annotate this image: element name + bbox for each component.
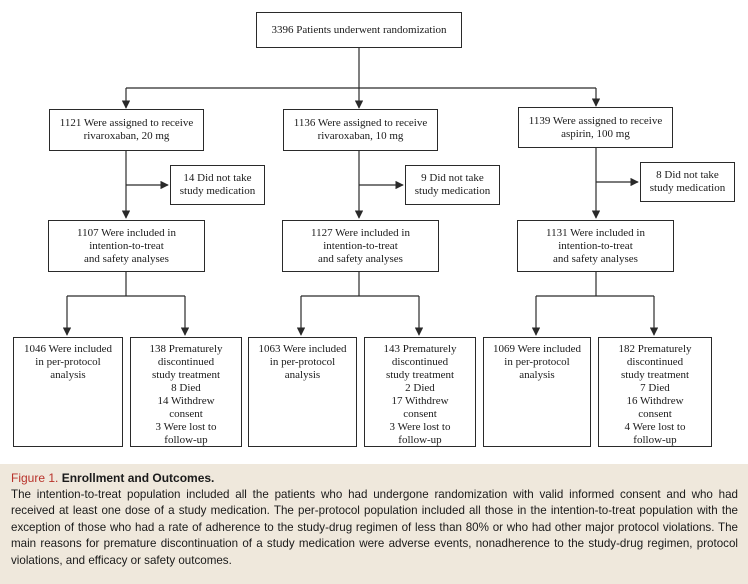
arm2-lost: 3 Were lost to follow-up [389,421,451,446]
arm3-discontinued-box: 182 Prematurely discontinued study treat… [598,337,712,447]
arm3-not-taken-box: 8 Did not take study medication [640,162,735,202]
arm3-itt-text: 1131 Were included in intention-to-treat… [545,226,645,265]
randomization-text: 3396 Patients underwent randomization [271,23,447,36]
arm2-discontinued-head: 143 Prematurely discontinued study treat… [383,343,457,381]
arm2-withdrew: 17 Withdrew consent [391,395,449,420]
caption-title: Figure 1. Enrollment and Outcomes. [11,470,738,486]
arm1-died: 8 Died [171,382,201,394]
arm1-discontinued-head: 138 Prematurely discontinued study treat… [149,343,223,381]
arm2-assigned-box: 1136 Were assigned to receive rivaroxaba… [283,109,438,151]
consort-flow-diagram: 3396 Patients underwent randomization 11… [13,12,735,447]
figure-caption: Figure 1. Enrollment and Outcomes. The i… [0,464,748,584]
connector-lines [62,48,659,336]
arm1-itt-box: 1107 Were included in intention-to-treat… [48,220,205,272]
arm2-itt-text: 1127 Were included in intention-to-treat… [310,226,410,265]
arm2-itt-box: 1127 Were included in intention-to-treat… [282,220,439,272]
arm2-assigned-text: 1136 Were assigned to receive rivaroxaba… [293,117,428,142]
figure-label: Figure 1. [11,471,59,485]
arm2-not-taken-box: 9 Did not take study medication [405,165,500,205]
arm2-died: 2 Died [405,382,435,394]
arm3-per-protocol-text: 1069 Were included in per-protocol analy… [492,343,582,381]
arm3-withdrew: 16 Withdrew consent [626,395,684,420]
arm1-per-protocol-text: 1046 Were included in per-protocol analy… [23,343,113,381]
arm3-discontinued-head: 182 Prematurely discontinued study treat… [618,343,692,381]
arm1-lost: 3 Were lost to follow-up [155,421,217,446]
figure-title: Enrollment and Outcomes. [61,471,215,485]
arm1-withdrew: 14 Withdrew consent [157,395,215,420]
arm1-itt-text: 1107 Were included in intention-to-treat… [76,226,176,265]
arm1-per-protocol-box: 1046 Were included in per-protocol analy… [13,337,123,447]
arm1-not-taken-box: 14 Did not take study medication [170,165,265,205]
arm1-not-taken-text: 14 Did not take study medication [179,172,256,197]
arm3-per-protocol-box: 1069 Were included in per-protocol analy… [483,337,591,447]
randomization-box: 3396 Patients underwent randomization [256,12,462,48]
arm3-itt-box: 1131 Were included in intention-to-treat… [517,220,674,272]
arm1-discontinued-box: 138 Prematurely discontinued study treat… [130,337,242,447]
caption-body: The intention-to-treat population includ… [11,488,738,567]
arm2-per-protocol-box: 1063 Were included in per-protocol analy… [248,337,357,447]
arm2-not-taken-text: 9 Did not take study medication [414,172,491,197]
arm3-died: 7 Died [640,382,670,394]
arm3-not-taken-text: 8 Did not take study medication [649,169,726,194]
arm3-assigned-box: 1139 Were assigned to receive aspirin, 1… [518,107,673,148]
arm3-lost: 4 Were lost to follow-up [624,421,686,446]
arm3-assigned-text: 1139 Were assigned to receive aspirin, 1… [528,114,663,140]
arm1-assigned-text: 1121 Were assigned to receive rivaroxaba… [59,117,194,142]
arm2-per-protocol-text: 1063 Were included in per-protocol analy… [258,343,347,381]
arm1-assigned-box: 1121 Were assigned to receive rivaroxaba… [49,109,204,151]
arm2-discontinued-box: 143 Prematurely discontinued study treat… [364,337,476,447]
